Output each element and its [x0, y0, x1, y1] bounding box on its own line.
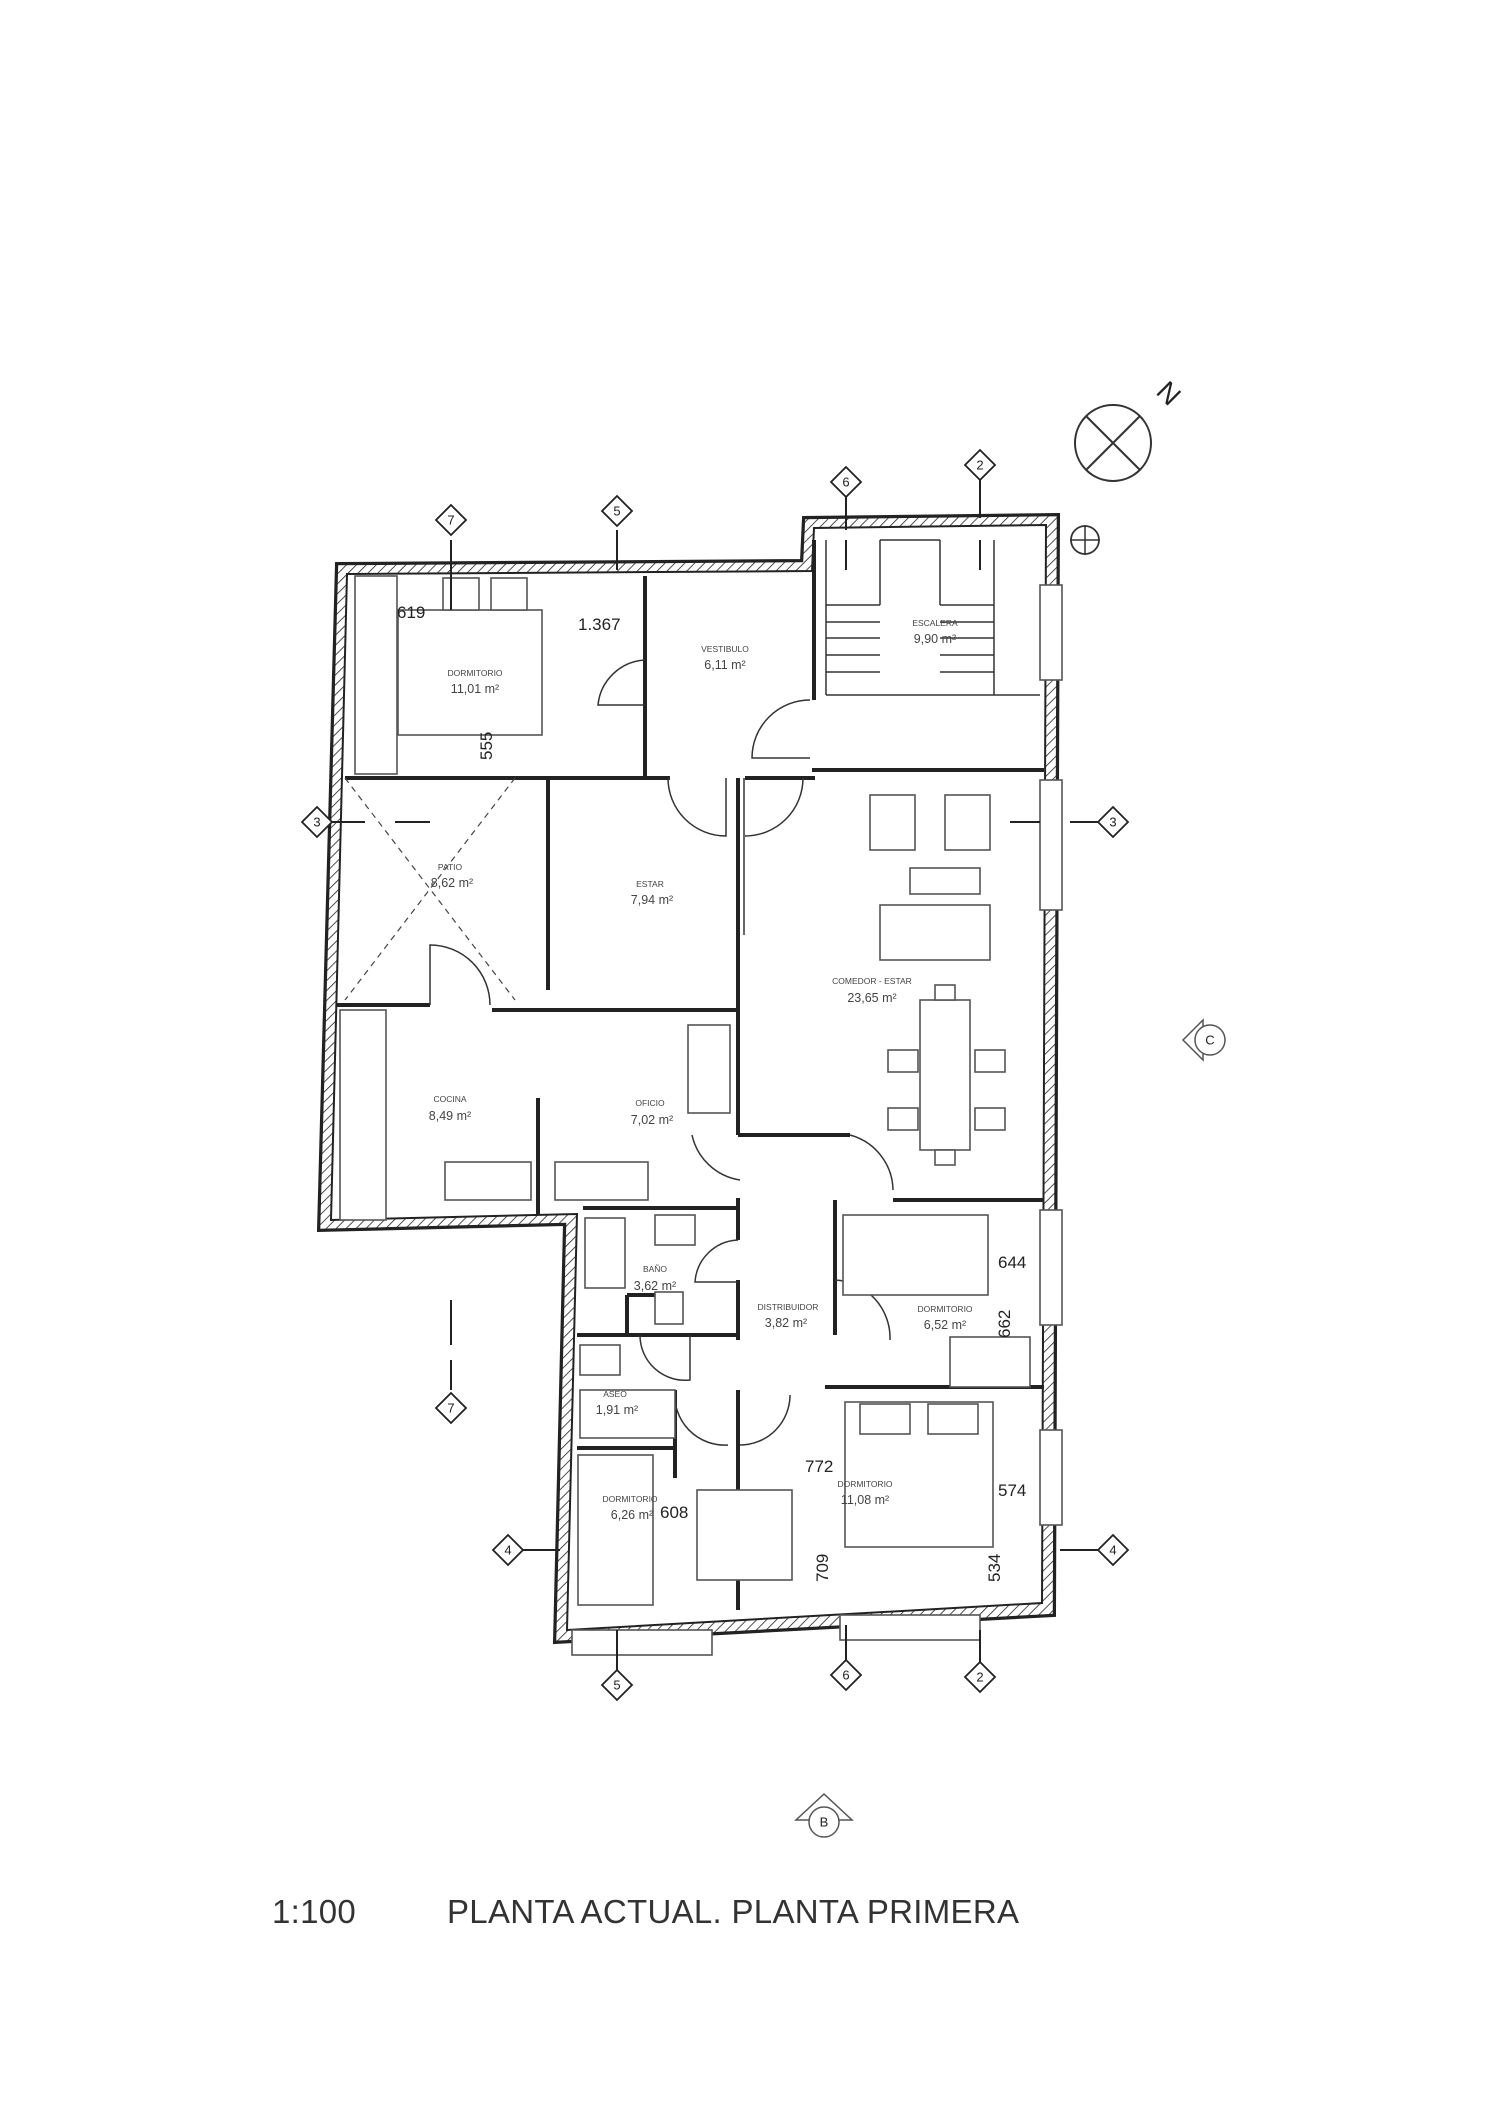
- room-area-dormitorio-3: 6,26 m²: [611, 1508, 653, 1522]
- room-name-dormitorio-1: DORMITORIO: [447, 668, 502, 678]
- dimensions: 619 1.367 555 644 662 772 608 574 709 53…: [397, 603, 1026, 1582]
- axis-marker-5-bottom: 5: [600, 1668, 634, 1702]
- furniture: [339, 575, 1063, 1656]
- axis-marker-6-top: 6: [829, 465, 863, 499]
- room-name-escalera: ESCALERA: [912, 618, 958, 628]
- stairs: [825, 539, 1040, 696]
- room-name-estar: ESTAR: [636, 879, 664, 889]
- svg-text:N: N: [1151, 375, 1187, 411]
- axis-marker-3-left: 3: [300, 805, 334, 839]
- room-area-aseo: 1,91 m²: [596, 1403, 638, 1417]
- drawing-title: PLANTA ACTUAL. PLANTA PRIMERA: [447, 1893, 1020, 1930]
- room-area-escalera: 9,90 m²: [914, 632, 956, 646]
- room-area-comedor-estar: 23,65 m²: [847, 991, 896, 1005]
- dimension-555: 555: [477, 732, 496, 760]
- room-area-bano: 3,62 m²: [634, 1279, 676, 1293]
- axis-marker-7-top: 7: [434, 503, 468, 537]
- dimension-619: 619: [397, 603, 425, 622]
- scale-label: 1:100: [272, 1893, 357, 1930]
- room-area-patio: 8,62 m²: [431, 876, 473, 890]
- room-name-vestibulo: VESTIBULO: [701, 644, 749, 654]
- dimension-574: 574: [998, 1481, 1026, 1500]
- axis-marker-7-bottom: 7: [434, 1391, 468, 1425]
- axis-marker-3-right: 3: [1096, 805, 1130, 839]
- axis-marker-2-top: 2: [963, 448, 997, 482]
- dimension-534: 534: [985, 1554, 1004, 1582]
- svg-text:2: 2: [976, 1670, 983, 1685]
- section-marker-b: B: [794, 1792, 854, 1838]
- room-area-estar: 7,94 m²: [631, 893, 673, 907]
- svg-text:2: 2: [976, 458, 983, 473]
- svg-text:7: 7: [447, 1401, 454, 1416]
- dimension-644: 644: [998, 1253, 1026, 1272]
- room-name-bano: BAÑO: [643, 1264, 667, 1274]
- svg-text:3: 3: [313, 815, 320, 830]
- north-arrow-icon: N: [1074, 375, 1187, 482]
- dimension-772: 772: [805, 1457, 833, 1476]
- room-area-dormitorio-2: 6,52 m²: [924, 1318, 966, 1332]
- room-labels: DORMITORIO 11,01 m² VESTIBULO 6,11 m² ES…: [429, 618, 973, 1522]
- svg-text:B: B: [820, 1815, 829, 1830]
- room-area-dormitorio-4: 11,08 m²: [841, 1493, 889, 1507]
- svg-text:6: 6: [842, 1668, 849, 1683]
- svg-text:C: C: [1205, 1033, 1214, 1048]
- svg-text:6: 6: [842, 475, 849, 490]
- dimension-608: 608: [660, 1503, 688, 1522]
- axis-marker-4-right: 4: [1096, 1533, 1130, 1567]
- room-name-dormitorio-2: DORMITORIO: [917, 1304, 972, 1314]
- dimension-709: 709: [813, 1554, 832, 1582]
- axis-marker-4-left: 4: [491, 1533, 525, 1567]
- svg-text:5: 5: [613, 1678, 620, 1693]
- svg-text:4: 4: [504, 1543, 511, 1558]
- room-area-oficio: 7,02 m²: [631, 1113, 673, 1127]
- room-name-distribuidor: DISTRIBUIDOR: [758, 1302, 819, 1312]
- drain-icon: [1070, 525, 1100, 555]
- axis-marker-2-bottom: 2: [963, 1660, 997, 1694]
- dimension-662: 662: [995, 1310, 1014, 1338]
- doors: [429, 659, 894, 1446]
- svg-text:3: 3: [1109, 815, 1116, 830]
- room-name-aseo: ASEO: [603, 1389, 627, 1399]
- room-area-vestibulo: 6,11 m²: [704, 658, 745, 672]
- room-name-cocina: COCINA: [433, 1094, 466, 1104]
- interior-walls: [337, 540, 1044, 1610]
- room-name-oficio: OFICIO: [635, 1098, 665, 1108]
- axis-markers: 7 5 6 2 3 3 7 4: [300, 448, 1130, 1702]
- section-marker-c: C: [1181, 1018, 1226, 1062]
- svg-text:7: 7: [447, 513, 454, 528]
- grid-axes: [330, 480, 1098, 1670]
- room-area-cocina: 8,49 m²: [429, 1109, 471, 1123]
- room-name-patio: PATIO: [438, 862, 463, 872]
- room-area-distribuidor: 3,82 m²: [765, 1316, 807, 1330]
- axis-marker-5-top: 5: [600, 494, 634, 528]
- svg-text:5: 5: [613, 504, 620, 519]
- room-area-dormitorio-1: 11,01 m²: [451, 682, 499, 696]
- room-name-dormitorio-4: DORMITORIO: [837, 1479, 892, 1489]
- svg-text:4: 4: [1109, 1543, 1116, 1558]
- room-name-comedor-estar: COMEDOR - ESTAR: [832, 976, 912, 986]
- dimension-1367: 1.367: [578, 615, 621, 634]
- axis-marker-6-bottom: 6: [829, 1658, 863, 1692]
- room-name-dormitorio-3: DORMITORIO: [602, 1494, 657, 1504]
